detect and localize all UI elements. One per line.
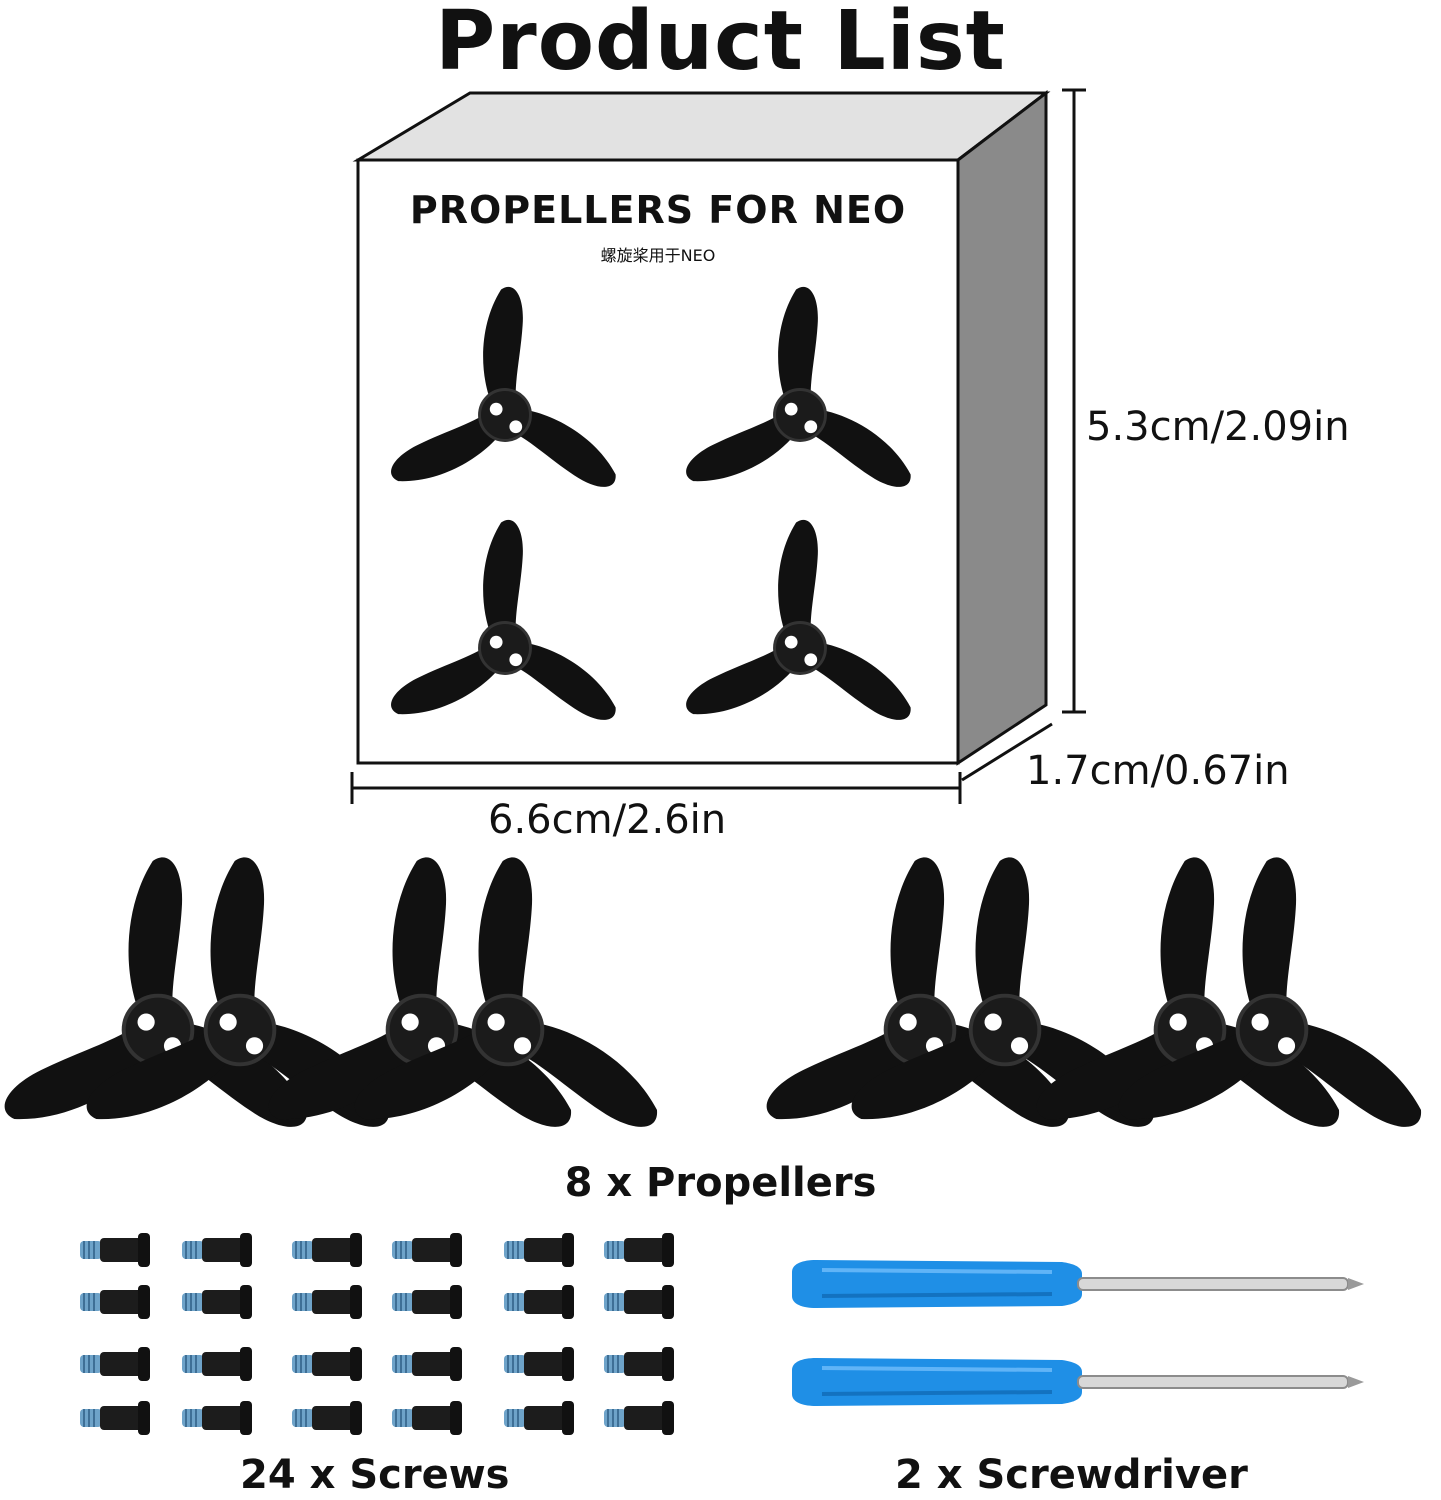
page-title: Product List bbox=[435, 0, 1006, 89]
screw-icon bbox=[79, 1232, 151, 1268]
screw-icon bbox=[181, 1284, 253, 1320]
screw-icon bbox=[291, 1346, 363, 1382]
screw-icon bbox=[181, 1346, 253, 1382]
screw-icon bbox=[79, 1346, 151, 1382]
propeller-group-left bbox=[0, 855, 675, 1144]
screw-icon bbox=[603, 1400, 675, 1436]
screw-icon bbox=[503, 1400, 575, 1436]
propellers-caption: 8 x Propellers bbox=[564, 1160, 877, 1206]
box-product-subtitle: 螺旋桨用于NEO bbox=[600, 246, 716, 265]
propeller-icon bbox=[344, 855, 675, 1144]
screws-caption: 24 x Screws bbox=[240, 1452, 510, 1498]
propeller-icon bbox=[258, 855, 589, 1144]
box-top-face bbox=[352, 91, 1051, 162]
screwdriver-icon bbox=[790, 1356, 1366, 1408]
screw-icon bbox=[391, 1232, 463, 1268]
box-propeller-icon-2 bbox=[678, 285, 924, 500]
box-product-name: PROPELLERS FOR NEO bbox=[409, 188, 907, 232]
screw-icon bbox=[603, 1284, 675, 1320]
propeller-icon bbox=[0, 855, 325, 1144]
screw-icon bbox=[503, 1232, 575, 1268]
screw-icon bbox=[603, 1346, 675, 1382]
screwdriver-caption: 2 x Screwdriver bbox=[895, 1452, 1248, 1498]
box-propeller-icon-4 bbox=[678, 518, 924, 733]
depth-dimension-label: 1.7cm/0.67in bbox=[1026, 748, 1290, 794]
box-propeller-icon-1 bbox=[383, 285, 629, 500]
propeller-icon bbox=[1108, 855, 1439, 1144]
propeller-icon bbox=[756, 855, 1087, 1144]
propeller-icon bbox=[1026, 855, 1357, 1144]
screw-icon bbox=[181, 1400, 253, 1436]
screw-icon bbox=[291, 1232, 363, 1268]
propeller-icon bbox=[841, 855, 1172, 1144]
screw-icon bbox=[291, 1400, 363, 1436]
screw-icon bbox=[503, 1284, 575, 1320]
screw-icon bbox=[291, 1284, 363, 1320]
propeller-icon bbox=[76, 855, 407, 1144]
screw-icon bbox=[503, 1346, 575, 1382]
screw-icon bbox=[391, 1284, 463, 1320]
height-dimension-line bbox=[1062, 88, 1086, 714]
propeller-group-right bbox=[756, 855, 1439, 1144]
screw-icon bbox=[391, 1400, 463, 1436]
screw-icon bbox=[79, 1284, 151, 1320]
screw-icon bbox=[603, 1232, 675, 1268]
screws-grid bbox=[79, 1232, 675, 1436]
screw-icon bbox=[79, 1400, 151, 1436]
screw-icon bbox=[181, 1232, 253, 1268]
box-propeller-icon-3 bbox=[383, 518, 629, 733]
height-dimension-label: 5.3cm/2.09in bbox=[1086, 404, 1350, 450]
screw-icon bbox=[391, 1346, 463, 1382]
screwdriver-icon bbox=[790, 1258, 1366, 1310]
box-side-face bbox=[956, 89, 1048, 766]
width-dimension-label: 6.6cm/2.6in bbox=[488, 797, 727, 843]
